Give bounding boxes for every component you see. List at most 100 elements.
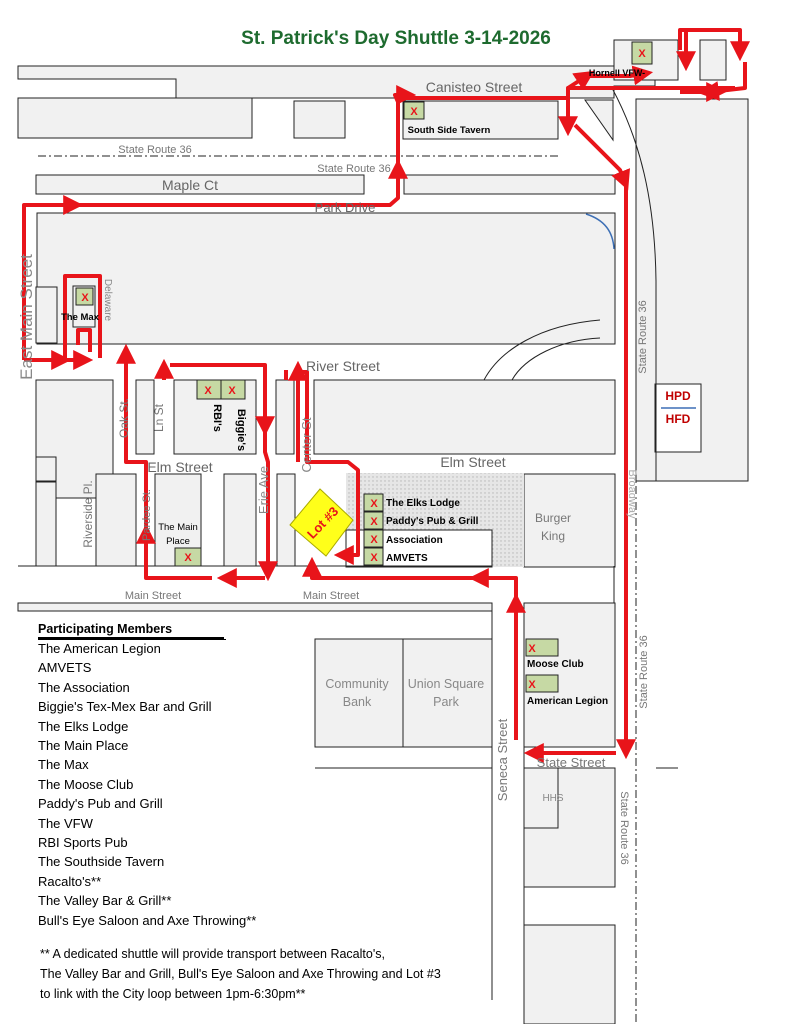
x-marker-biggies: X <box>228 385 236 397</box>
label-moose: Moose Club <box>527 659 584 670</box>
label-oak: Oak St. <box>117 398 131 438</box>
block-triangle <box>584 99 614 142</box>
label-east-main: East Main Street <box>17 254 36 380</box>
label-amvets: AMVETS <box>386 553 428 564</box>
block-2 <box>293 100 346 139</box>
note-line: to link with the City loop between 1pm-6… <box>40 987 306 1001</box>
label-river: River Street <box>306 358 380 374</box>
venue-elks <box>363 493 384 512</box>
label-elm-left: Elm Street <box>147 459 212 475</box>
label-pardee: Pardee St. <box>141 489 153 541</box>
label-elm-right: Elm Street <box>440 454 505 470</box>
block-maple <box>35 174 365 195</box>
block-erie-east <box>276 473 296 567</box>
participating-members-legend: Participating Members The American Legio… <box>38 622 257 930</box>
block-main-south <box>17 602 493 612</box>
place-labels: Hornell VFW- South Side Tavern The Max R… <box>61 68 691 804</box>
venue-paddys <box>363 511 384 530</box>
block-small <box>35 456 57 482</box>
x-marker-elks: X <box>370 498 378 510</box>
member-item: The Elks Lodge <box>38 718 129 734</box>
block-oak <box>135 379 155 455</box>
label-sr36-bottom: State Route 36 <box>618 791 630 864</box>
venue-amvets <box>363 547 384 566</box>
label-the-max: The Max <box>61 312 100 323</box>
block-max-left <box>35 286 58 344</box>
label-main-place-1: The Main <box>158 522 198 533</box>
label-burger-2: King <box>541 529 565 543</box>
x-marker-rbis: X <box>204 385 212 397</box>
road-lines <box>18 87 696 1024</box>
venue-boxes <box>75 41 653 693</box>
block-burgerking <box>523 473 616 568</box>
label-center: Center St <box>299 417 314 472</box>
x-marker-moose: X <box>528 643 536 655</box>
street-labels: Canisteo Street State Route 36 State Rou… <box>17 79 650 865</box>
label-legion: American Legion <box>527 696 608 707</box>
label-sr36-lower: State Route 36 <box>638 635 650 708</box>
venue-max <box>75 287 94 306</box>
member-item: RBI Sports Pub <box>38 835 128 851</box>
block-northeast <box>699 39 727 81</box>
label-sr36-a: State Route 36 <box>118 144 191 156</box>
x-marker-amvets: X <box>370 552 378 564</box>
label-ln: Ln St <box>152 403 166 432</box>
label-union-1: Union Square <box>408 677 484 691</box>
label-hpd: HPD <box>665 389 691 403</box>
block-erie-north <box>275 379 295 455</box>
block-1 <box>17 97 253 139</box>
box-hpd <box>654 383 702 453</box>
block-sw <box>35 481 57 567</box>
venue-vfw <box>631 41 653 65</box>
label-south-side: South Side Tavern <box>408 125 491 136</box>
member-item: The Main Place <box>38 738 129 754</box>
label-association: Association <box>386 535 443 546</box>
member-item: The Valley Bar & Grill** <box>38 893 172 909</box>
member-item: Racalto's** <box>38 873 102 889</box>
label-canisteo: Canisteo Street <box>426 79 523 95</box>
venue-mainplace <box>174 547 202 567</box>
label-state: State Street <box>537 755 606 770</box>
x-markers: X X X X X X X X X X X X <box>81 48 646 691</box>
label-hfd: HFD <box>666 412 691 426</box>
label-community-2: Bank <box>343 695 372 709</box>
member-item: The Association <box>38 679 130 695</box>
block-riverside <box>95 473 137 567</box>
member-item: The American Legion <box>38 641 161 656</box>
label-broadway: Broadway <box>626 470 638 519</box>
block-canisteo-north <box>17 65 656 99</box>
label-main-place-2: Place <box>166 536 190 547</box>
x-marker-south-side: X <box>410 106 418 118</box>
label-burger-1: Burger <box>535 511 571 525</box>
label-union-2: Park <box>433 695 459 709</box>
block-large <box>36 212 616 345</box>
label-hornell-vfw: Hornell VFW- <box>589 68 645 78</box>
city-blocks <box>17 39 749 1024</box>
label-rbis: RBI's <box>211 404 223 432</box>
label-hhs: HHS <box>542 793 563 804</box>
venue-moose <box>525 638 559 657</box>
block-community <box>314 638 404 748</box>
x-marker-legion: X <box>528 679 536 691</box>
block-erie <box>223 473 257 567</box>
block-south <box>523 924 616 1024</box>
member-item: AMVETS <box>38 660 92 676</box>
map-title: St. Patrick's Day Shuttle 3-14-2026 <box>241 28 551 49</box>
label-erie: Erie Ave <box>256 466 271 514</box>
lot-3-sign: Lot #3 <box>289 488 354 557</box>
label-paddys: Paddy's Pub & Grill <box>386 516 479 527</box>
block-river <box>313 379 616 455</box>
block-union <box>402 638 493 748</box>
note-line: ** A dedicated shuttle will provide tran… <box>40 947 385 961</box>
member-item: The Moose Club <box>38 776 134 792</box>
note-line: The Valley Bar and Grill, Bull's Eye Sal… <box>40 967 441 981</box>
label-seneca: Seneca Street <box>495 718 510 801</box>
member-item: Bull's Eye Saloon and Axe Throwing** <box>38 912 257 928</box>
x-marker-paddys: X <box>370 516 378 528</box>
label-main-left: Main Street <box>125 590 181 602</box>
legend-rule <box>38 639 226 640</box>
shuttle-note: ** A dedicated shuttle will provide tran… <box>40 944 490 1004</box>
label-sr36-b: State Route 36 <box>317 163 390 175</box>
